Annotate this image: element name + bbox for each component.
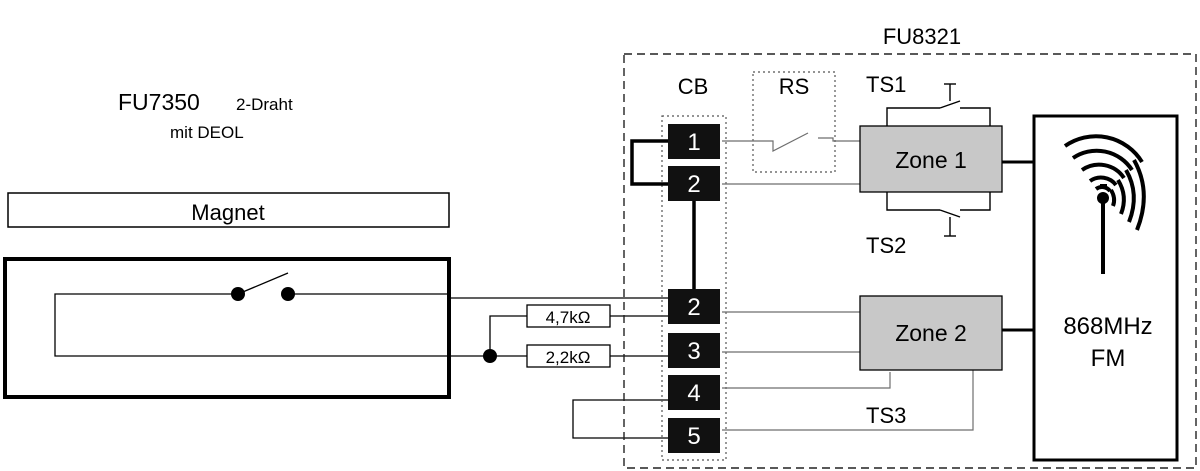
- terminal-3: [668, 333, 720, 368]
- junction-dot: [483, 349, 497, 363]
- ts3-label: TS3: [866, 403, 906, 428]
- terminal-3-label: 3: [687, 338, 700, 365]
- antenna-waves: [1109, 159, 1146, 231]
- terminal-5: [668, 418, 720, 453]
- module-title: FU8321: [883, 24, 961, 49]
- rs-box: [752, 71, 836, 173]
- sensor-housing: [3, 257, 451, 399]
- resistor-2k2-label: 2,2kΩ: [546, 348, 591, 367]
- radio-freq-label: 868MHz: [1063, 313, 1152, 340]
- bridge-wire: [630, 139, 668, 186]
- reed-contact-left: [231, 287, 245, 301]
- rs-label: RS: [779, 74, 810, 99]
- sensor-wires: [449, 297, 668, 439]
- zone2-box: [859, 295, 1003, 371]
- zone1-label: Zone 1: [895, 147, 967, 173]
- resistor-4k7-label: 4,7kΩ: [546, 308, 591, 327]
- magnet-box: [7, 192, 450, 228]
- module-outline: [623, 53, 1197, 469]
- terminal-2-bottom-label: 2: [687, 294, 700, 321]
- terminal-1-label: 1: [687, 129, 700, 156]
- sensor-model-label: FU7350: [118, 89, 200, 115]
- sensor-deol-label: mit DEOL: [170, 123, 244, 142]
- ts2-label: TS2: [866, 233, 906, 258]
- terminal-4-label: 4: [687, 380, 700, 407]
- terminal-5-label: 5: [687, 423, 700, 450]
- magnet-label: Magnet: [191, 200, 264, 225]
- cb-terminal-block: [661, 115, 727, 461]
- zone1-box: [859, 125, 1003, 193]
- radio-module-box: [1032, 114, 1179, 462]
- reed-contact-right: [281, 287, 295, 301]
- terminal-2-top: [668, 166, 720, 201]
- tamper-switches: [886, 83, 991, 237]
- radio-mod-label: FM: [1091, 345, 1126, 372]
- cb-label: CB: [678, 74, 709, 99]
- terminal-1: [668, 124, 720, 159]
- terminal-2-top-label: 2: [687, 171, 700, 198]
- terminal-4: [668, 375, 720, 410]
- terminal-2-bottom: [668, 289, 720, 324]
- resistor-2k2: [526, 344, 611, 368]
- ts1-label: TS1: [866, 72, 906, 97]
- antenna-icon: [1063, 134, 1144, 274]
- zone2-label: Zone 2: [895, 320, 967, 346]
- antenna-base-dot: [1097, 192, 1109, 204]
- reed-switch: [54, 272, 449, 357]
- sensor-type-label: 2-Draht: [236, 95, 293, 114]
- resistor-4k7: [526, 304, 611, 328]
